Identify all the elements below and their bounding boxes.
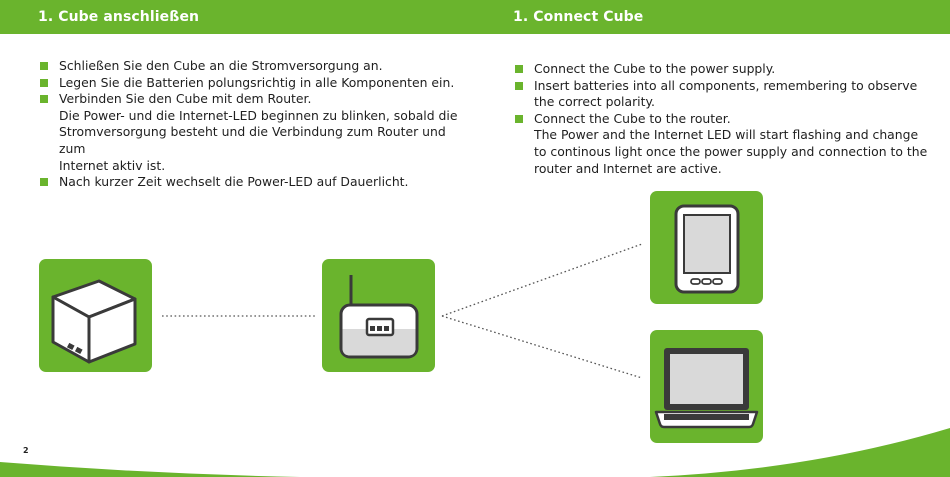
bullet-icon xyxy=(40,78,48,87)
cube-tile xyxy=(39,259,152,372)
tablet-tile xyxy=(650,191,763,304)
list-item: Insert batteries into all components, re… xyxy=(515,78,945,111)
laptop-icon xyxy=(654,348,759,429)
bullet-icon xyxy=(40,178,48,187)
tablet-icon xyxy=(674,204,740,294)
page-number: 2 xyxy=(23,446,29,455)
left-page: 1. Cube anschließen Schließen Sie den Cu… xyxy=(0,0,475,455)
list-item: Legen Sie die Batterien polungsrichtig i… xyxy=(40,75,470,92)
bullet-icon xyxy=(40,62,48,70)
router-icon xyxy=(339,275,419,359)
list-item: Connect the Cube to the router. The Powe… xyxy=(515,111,945,177)
right-header-bar: 1. Connect Cube xyxy=(475,0,950,34)
left-step-list: Schließen Sie den Cube an die Stromverso… xyxy=(40,58,470,191)
router-laptop-connector xyxy=(441,315,643,379)
list-item: Connect the Cube to the power supply. xyxy=(515,61,945,78)
right-page-title: 1. Connect Cube xyxy=(513,9,644,25)
list-item: Schließen Sie den Cube an die Stromverso… xyxy=(40,58,470,75)
cube-icon xyxy=(51,279,137,364)
left-header-bar: 1. Cube anschließen xyxy=(0,0,475,34)
list-item: Verbinden Sie den Cube mit dem Router. D… xyxy=(40,91,470,174)
left-swoosh xyxy=(0,462,300,477)
right-swoosh xyxy=(650,428,950,477)
laptop-tile xyxy=(650,330,763,443)
left-page-title: 1. Cube anschließen xyxy=(38,9,200,25)
bullet-icon xyxy=(40,95,48,104)
router-tile xyxy=(322,259,435,372)
bullet-icon xyxy=(515,114,523,123)
bullet-icon xyxy=(515,81,523,90)
router-tablet-connector xyxy=(441,243,643,317)
right-step-list: Connect the Cube to the power supply. In… xyxy=(515,61,945,177)
bullet-icon xyxy=(515,65,523,73)
list-item: Nach kurzer Zeit wechselt die Power-LED … xyxy=(40,174,470,191)
right-page: 1. Connect Cube Connect the Cube to the … xyxy=(475,0,950,477)
